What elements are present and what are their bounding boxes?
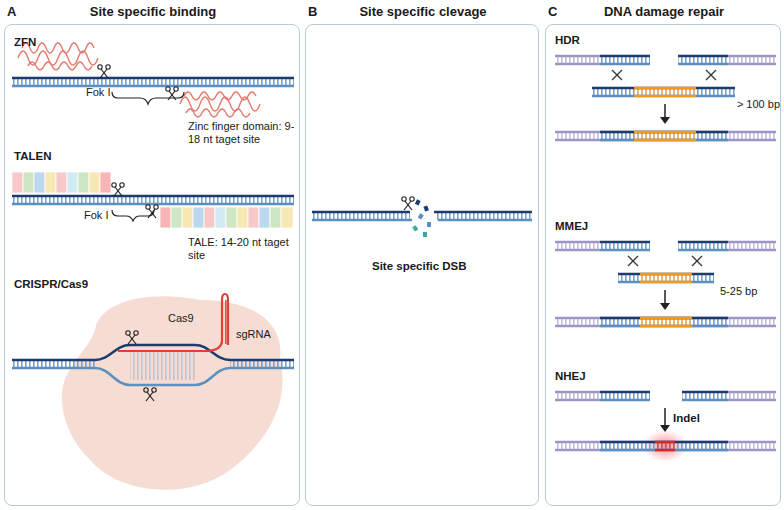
panel-title: Site specific clevage	[359, 4, 486, 19]
scissors	[144, 388, 156, 401]
section-label: MMEJ	[555, 220, 588, 234]
panel-box: ASite specific binding	[4, 24, 300, 506]
tale-repeats	[12, 172, 293, 228]
annotation: Zinc finger domain: 9-18 nt taget site	[188, 120, 296, 146]
cleaved-dna	[312, 199, 532, 237]
bracket	[112, 92, 184, 104]
sgrna	[118, 294, 228, 351]
annotation: Site specific DSB	[372, 260, 467, 274]
section-label: TALEN	[14, 150, 51, 164]
zinc-finger	[18, 43, 260, 117]
section-label: HDR	[555, 34, 580, 48]
bracket	[112, 210, 154, 221]
cas9-protein	[62, 296, 283, 489]
section-label: NHEJ	[555, 370, 586, 384]
length-label: 5-25 bp	[720, 285, 757, 298]
scissors	[126, 331, 138, 344]
panel-title: DNA damage repair	[604, 4, 724, 19]
length-label: > 100 bp	[737, 98, 780, 111]
rna-label: sgRNA	[236, 328, 271, 341]
panel-title: Site specific binding	[90, 4, 216, 19]
section-label: CRISPR/Cas9	[14, 278, 88, 292]
section-label: ZFN	[14, 36, 36, 50]
nhej-repair	[555, 392, 776, 462]
protein-label: Cas9	[168, 312, 194, 325]
scissors	[98, 65, 110, 78]
panel-letter: C	[548, 4, 557, 19]
enzyme-label: Fok I	[86, 86, 110, 99]
panel-letter: A	[7, 4, 16, 19]
scissors	[402, 197, 414, 210]
mmej-repair	[555, 242, 776, 326]
annotation: Indel	[673, 412, 700, 426]
annotation: TALE: 14-20 nt taget site	[188, 236, 292, 262]
enzyme-label: Fok I	[84, 209, 108, 222]
panel-letter: B	[308, 4, 317, 19]
talen-dna	[12, 196, 294, 204]
scissors	[112, 183, 124, 196]
panel-box: CDNA damage repair	[545, 24, 781, 506]
zfn-dna	[12, 78, 294, 86]
